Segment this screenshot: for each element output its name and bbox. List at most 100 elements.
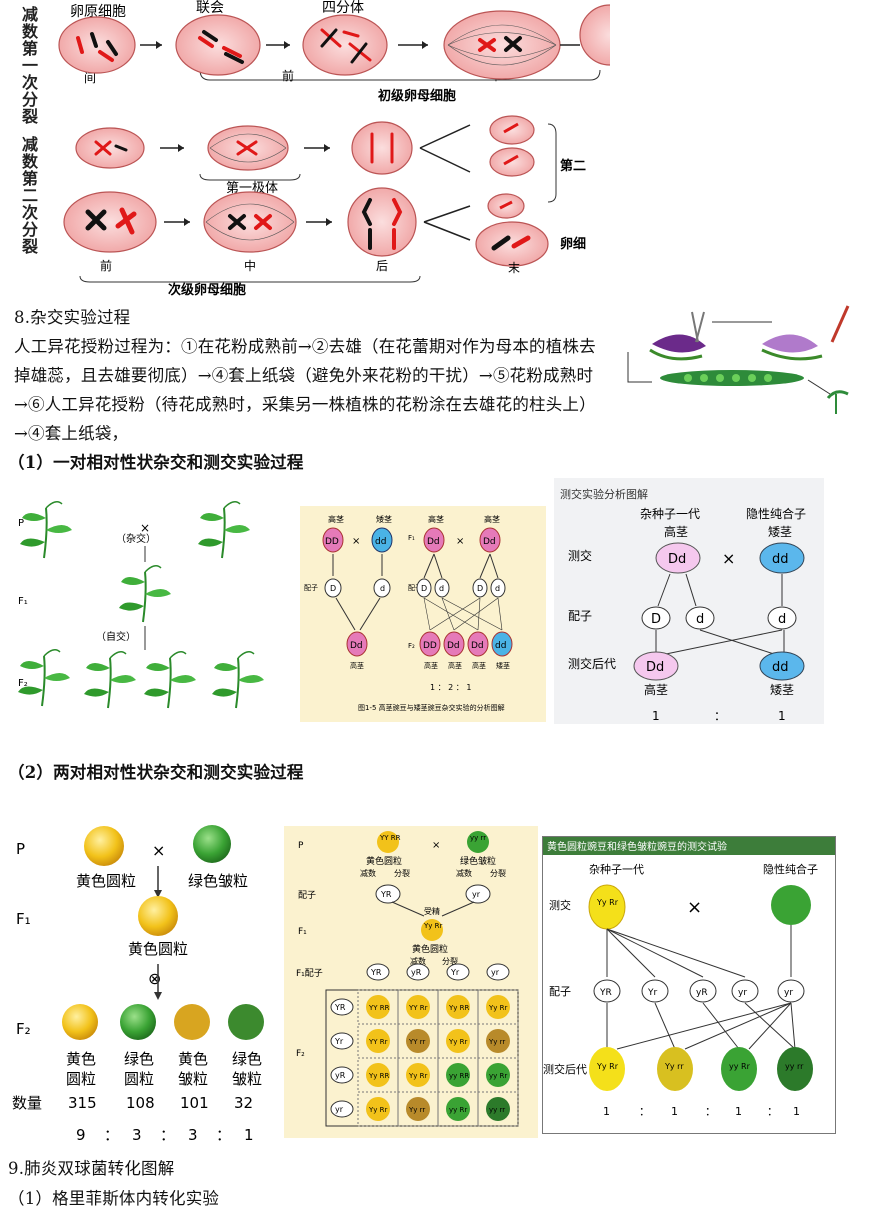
label-telophase2: 末 [508, 261, 520, 275]
fig6-offspring-genotype: Yy rr [664, 1062, 684, 1071]
fig4-col-label-top: 绿色 [124, 1050, 154, 1068]
fig5-col-gamete-text: yR [411, 968, 422, 977]
fig1-self-label: （自交） [96, 630, 136, 643]
fig3-d-gamete-2 [767, 606, 797, 630]
label-prophase: 前 [282, 68, 294, 83]
fig4-green-wrinkled-seed [193, 825, 231, 863]
fig3-ratio-2: 1 [778, 709, 786, 723]
fig1-p-label: P [18, 518, 24, 529]
fig5-punnett-genotype: yy RR [449, 1072, 469, 1080]
fig4-count: 108 [126, 1094, 155, 1112]
fig1-cross-label: （杂交） [116, 532, 156, 545]
pea-plant-icon [119, 565, 171, 623]
fig4-ratio-item: 3 [188, 1126, 198, 1144]
fig4-f2-seed [62, 1004, 98, 1040]
fig2-f1-text: Dd [483, 537, 496, 547]
fig2-ratio: 1 ： 2 ： 1 [430, 683, 471, 692]
fig6-offspring-genotype: yy Rr [729, 1062, 751, 1071]
fig6-testcross: 测交 [549, 898, 571, 912]
fig5-yr: yr [472, 890, 481, 899]
fig3-dd-offspring [759, 651, 805, 681]
fig1-f1-label: F₁ [18, 596, 28, 607]
fig5-F2: F₂ [296, 1049, 305, 1059]
fig5-punnett-genotype: Yy RR [368, 1072, 390, 1080]
fig3-D-gamete [641, 606, 671, 630]
svg-text:×: × [352, 536, 360, 547]
fig2-DD-text: DD [325, 537, 339, 547]
cell-polar-1 [75, 127, 145, 169]
fig6-offspring-seed [721, 1047, 757, 1091]
fig5-F1gamete: F₁配子 [296, 968, 323, 979]
fig5-punnett-seed [406, 1063, 430, 1087]
fig2-f2-cell [443, 631, 465, 657]
fig2-gamete-cell [472, 578, 488, 598]
label-second-polar: 第二 [560, 158, 586, 174]
cell-egg [475, 221, 549, 267]
section8-body: 人工异花授粉过程为：①在花粉成熟前→②去雄（在花蕾期对作为母本的植株去掉雄蕊，且… [14, 337, 596, 443]
fig6-gamete [593, 979, 621, 1003]
fig2-f2-text: Dd [447, 641, 460, 651]
label-prophase2: 前 [100, 258, 112, 273]
cell-secondary-1 [63, 191, 157, 253]
fig4-green-wrinkled-label: 绿色皱粒 [188, 872, 248, 890]
fig5-punnett-genotype: Yy RR [448, 1004, 470, 1012]
fig5-split-3: 分裂 [442, 956, 458, 966]
svg-text:×: × [140, 521, 150, 535]
fig4-col-label-bottom: 圆粒 [66, 1070, 96, 1088]
dihybrid-testcross-figure: 黄色圆粒豌豆和绿色皱粒豌豆的测交试验 杂种子一代 隐性纯合子 测交 配子 测交后… [542, 836, 836, 1134]
pea-plant-icon [84, 651, 136, 709]
fig4-ratio-item: ： [216, 1126, 231, 1144]
fig5-YYRR: YY RR [379, 834, 401, 842]
fig3-tall-2: 高茎 [644, 682, 668, 697]
meiosis-side-label-1: 减数第一次分裂 [21, 5, 39, 126]
fig5-punnett-genotype: Yy rr [488, 1038, 505, 1046]
fig6-gamete [731, 979, 759, 1003]
label-egg: 卵细 [560, 236, 586, 252]
dihybrid-seeds-figure: P F₁ F₂ × 黄色圆粒 绿色皱粒 黄色圆粒 ⊗ 黄色圆粒绿色圆粒黄色皱粒绿… [0, 818, 282, 1146]
svg-text:减数第一次分裂: 减数第一次分裂 [21, 5, 39, 126]
fig4-f1-seed [138, 896, 178, 936]
fig5-f1-label: 黄色圆粒 [412, 943, 448, 955]
fig5-row-gamete-text: Yr [334, 1037, 344, 1046]
fig6-ratio-item: ： [767, 1105, 778, 1118]
fig6-green-wrinkled-seed [771, 885, 811, 925]
fig5-punnett-genotype: YY Rr [408, 1004, 428, 1012]
pollination-figure [622, 302, 874, 428]
fig5-meiosis-3: 减数 [410, 956, 426, 966]
fig4-count: 32 [234, 1094, 253, 1112]
fig2-f2-phenotype: 高茎 [448, 661, 462, 670]
fig6-gamete-text: yr [738, 988, 747, 998]
fig2-f2-cell [491, 631, 513, 657]
cell-second-polar-a [489, 115, 535, 145]
fig3-hybrid: 杂种子一代 [640, 507, 700, 521]
fig4-count: 101 [180, 1094, 209, 1112]
fig5-punnett-genotype: YY Rr [368, 1038, 388, 1046]
fig5-punnett-seed [486, 1029, 510, 1053]
pea-plant-icon [20, 501, 72, 559]
fig2-f2-text: dd [495, 641, 506, 651]
fig5-YR: YR [380, 890, 392, 899]
fig2-f2-cell [419, 631, 441, 657]
fig4-ratio-item: 3 [132, 1126, 142, 1144]
fig5-YYRR-seed [377, 831, 399, 853]
fig5-punnett-genotype: yy rr [489, 1106, 505, 1114]
fig2-tall-label: 高茎 [328, 514, 344, 524]
meiosis-side-label-2: 减数第二次分裂 [21, 135, 39, 256]
fig4-ratio-item: 9 [76, 1126, 86, 1144]
fig4-P: P [16, 840, 25, 858]
svg-text:减数第二次分裂: 减数第二次分裂 [21, 135, 39, 256]
svg-text:×: × [687, 897, 702, 918]
fig6-offspring-seed [777, 1047, 813, 1091]
fig4-col-label-bottom: 皱粒 [178, 1070, 208, 1088]
fig5-punnett-genotype: YY RR [368, 1004, 390, 1012]
cell-tetrad [302, 14, 388, 76]
fig3-offspring: 测交后代 [568, 656, 616, 671]
fig5-gamete: 配子 [298, 890, 316, 901]
fig4-f2-seed [174, 1004, 210, 1040]
fig5-punnett-genotype: Yy Rr [488, 1004, 508, 1012]
fig6-title: 黄色圆粒豌豆和绿色皱粒豌豆的测交试验 [547, 840, 727, 853]
fig5-yyrr-seed [467, 831, 489, 853]
fig2-f1-text: Dd [427, 537, 440, 547]
fig5-punnett-seed [406, 995, 430, 1019]
fig2-gamete-right: 配子 [408, 584, 422, 592]
